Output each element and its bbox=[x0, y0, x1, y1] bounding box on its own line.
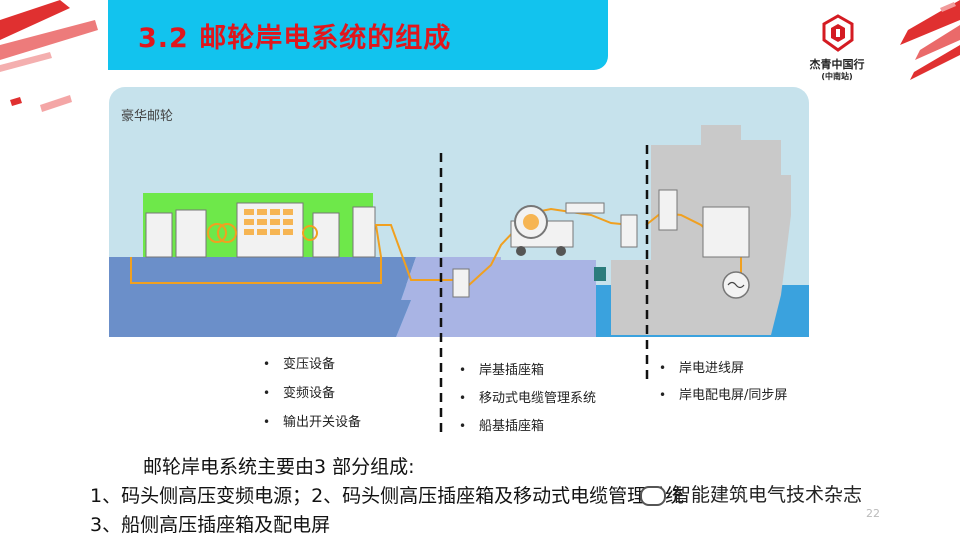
summary-intro: 邮轮岸电系统主要由3 部分组成: bbox=[143, 456, 415, 478]
shore-power-diagram: 豪华邮轮 •变压设备 •变频设备 •输出开关设备 •岸基插座箱 •移动式电缆管理… bbox=[91, 85, 818, 437]
right-decoration bbox=[900, 0, 960, 80]
list-item: •移动式电缆管理系统 bbox=[459, 391, 597, 406]
summary-point-1-2: 1、码头侧高压变频电源；2、码头侧高压插座箱及移动式电缆管理系统 bbox=[90, 485, 685, 507]
list-item: •变频设备 bbox=[263, 386, 336, 401]
logo-icon bbox=[822, 14, 854, 52]
ship-label: 豪华邮轮 bbox=[121, 109, 174, 124]
list-item: •岸电进线屏 bbox=[659, 361, 745, 376]
diagram-art bbox=[91, 85, 818, 437]
logo: 杰青中国行 (中南站) bbox=[797, 14, 877, 86]
watermark: 智能建筑电气技术杂志 bbox=[640, 480, 862, 507]
wechat-icon bbox=[640, 485, 666, 506]
list-item: •船基插座箱 bbox=[459, 419, 545, 434]
list-item: •岸电配电屏/同步屏 bbox=[659, 388, 788, 403]
left-decoration bbox=[0, 0, 98, 112]
list-item: •输出开关设备 bbox=[263, 415, 362, 430]
summary-point-3: 3、船侧高压插座箱及配电屏 bbox=[90, 514, 331, 536]
title-bar: 3.2 邮轮岸电系统的组成 bbox=[108, 0, 608, 70]
slide-title: 3.2 邮轮岸电系统的组成 bbox=[138, 23, 452, 54]
list-item: •岸基插座箱 bbox=[459, 363, 545, 378]
list-item: •变压设备 bbox=[263, 357, 336, 372]
logo-subtext: (中南站) bbox=[821, 72, 853, 81]
logo-text: 杰青中国行 bbox=[809, 58, 865, 71]
page-number: 22 bbox=[866, 507, 880, 520]
